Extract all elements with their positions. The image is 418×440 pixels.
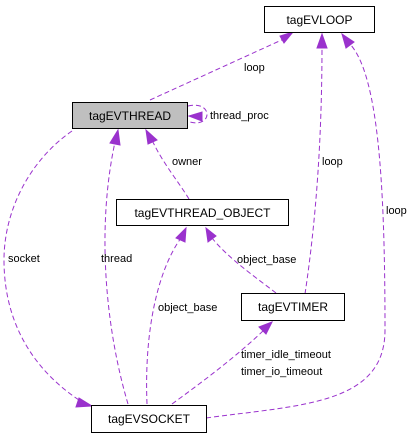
node-evloop-label: tagEVLOOP — [286, 13, 352, 27]
edge-socket-timer-line — [171, 329, 265, 405]
edge-socket-loop: loop — [205, 32, 407, 419]
edge-thread-loop-label: loop — [244, 62, 265, 74]
edge-socket-loop-arrowhead — [341, 32, 355, 49]
edge-socket-thread-arrowhead — [109, 128, 121, 146]
edge-timer-loop-line — [304, 43, 323, 295]
edge-socket-timer-label-line-2: timer_io_timeout — [241, 366, 322, 378]
edge-socket-socket-label: socket — [8, 253, 40, 265]
node-evthread-box — [72, 102, 188, 129]
edge-timer-object-base-arrowhead — [205, 226, 217, 243]
edge-socket-loop-line — [205, 41, 386, 419]
node-evthread-object-box — [116, 199, 289, 226]
edge-socket-socket-line — [3, 130, 83, 403]
edge-thread-proc: thread_proc — [187, 104, 269, 124]
node-evloop-box — [264, 6, 375, 33]
edge-socket-thread: thread — [101, 128, 132, 405]
node-evtimer[interactable]: tagEVTIMER — [241, 293, 345, 321]
edge-timer-object-base-line — [211, 237, 277, 294]
node-evsocket-box — [91, 405, 207, 433]
node-evthread[interactable]: tagEVTHREAD — [72, 102, 188, 129]
edge-thread-loop: loop — [149, 31, 295, 101]
edge-thread-proc-arrowhead — [187, 111, 203, 122]
edge-thread-proc-label: thread_proc — [210, 110, 269, 122]
edge-thread-loop-line — [149, 37, 287, 101]
node-evthread-label: tagEVTHREAD — [89, 109, 171, 123]
edge-socket-socket-arrowhead — [75, 397, 94, 408]
edge-socket-timer-label: timer_idle_timeout timer_io_timeout — [241, 349, 334, 378]
edge-socket-object-base: object_base — [146, 226, 217, 405]
edge-socket-object-base-label: object_base — [158, 302, 217, 314]
node-evthread-object-label: tagEVTHREAD_OBJECT — [134, 206, 271, 220]
edge-socket-timer-label-line-1: timer_idle_timeout — [241, 349, 331, 361]
edge-socket-timer-arrowhead — [258, 321, 274, 335]
node-evloop[interactable]: tagEVLOOP — [264, 6, 375, 33]
edge-timer-loop: loop — [304, 32, 343, 295]
edge-timer-loop-arrowhead — [316, 32, 328, 49]
edge-timer-object-base: object_base — [205, 226, 296, 294]
node-evsocket-label: tagEVSOCKET — [108, 412, 191, 426]
edge-socket-loop-label: loop — [386, 205, 407, 217]
edge-socket-thread-label: thread — [101, 253, 132, 265]
edge-object-owner-label: owner — [172, 156, 202, 168]
edge-object-owner-arrowhead — [145, 128, 158, 145]
edge-socket-object-base-line — [146, 237, 182, 405]
node-evsocket[interactable]: tagEVSOCKET — [91, 405, 207, 433]
edge-socket-object-base-arrowhead — [175, 226, 187, 243]
node-evtimer-label: tagEVTIMER — [258, 300, 328, 314]
edge-timer-loop-label: loop — [322, 156, 343, 168]
edge-timer-object-base-label: object_base — [237, 254, 296, 266]
edge-socket-socket: socket — [3, 130, 94, 408]
edge-object-owner-line — [151, 139, 190, 200]
node-evthread-object[interactable]: tagEVTHREAD_OBJECT — [116, 199, 289, 226]
edge-socket-thread-line — [104, 141, 129, 405]
edge-thread-loop-arrowhead — [279, 31, 295, 44]
edge-object-owner: owner — [145, 128, 202, 200]
edge-socket-timer: timer_idle_timeout timer_io_timeout — [171, 321, 334, 405]
node-evtimer-box — [241, 293, 345, 321]
